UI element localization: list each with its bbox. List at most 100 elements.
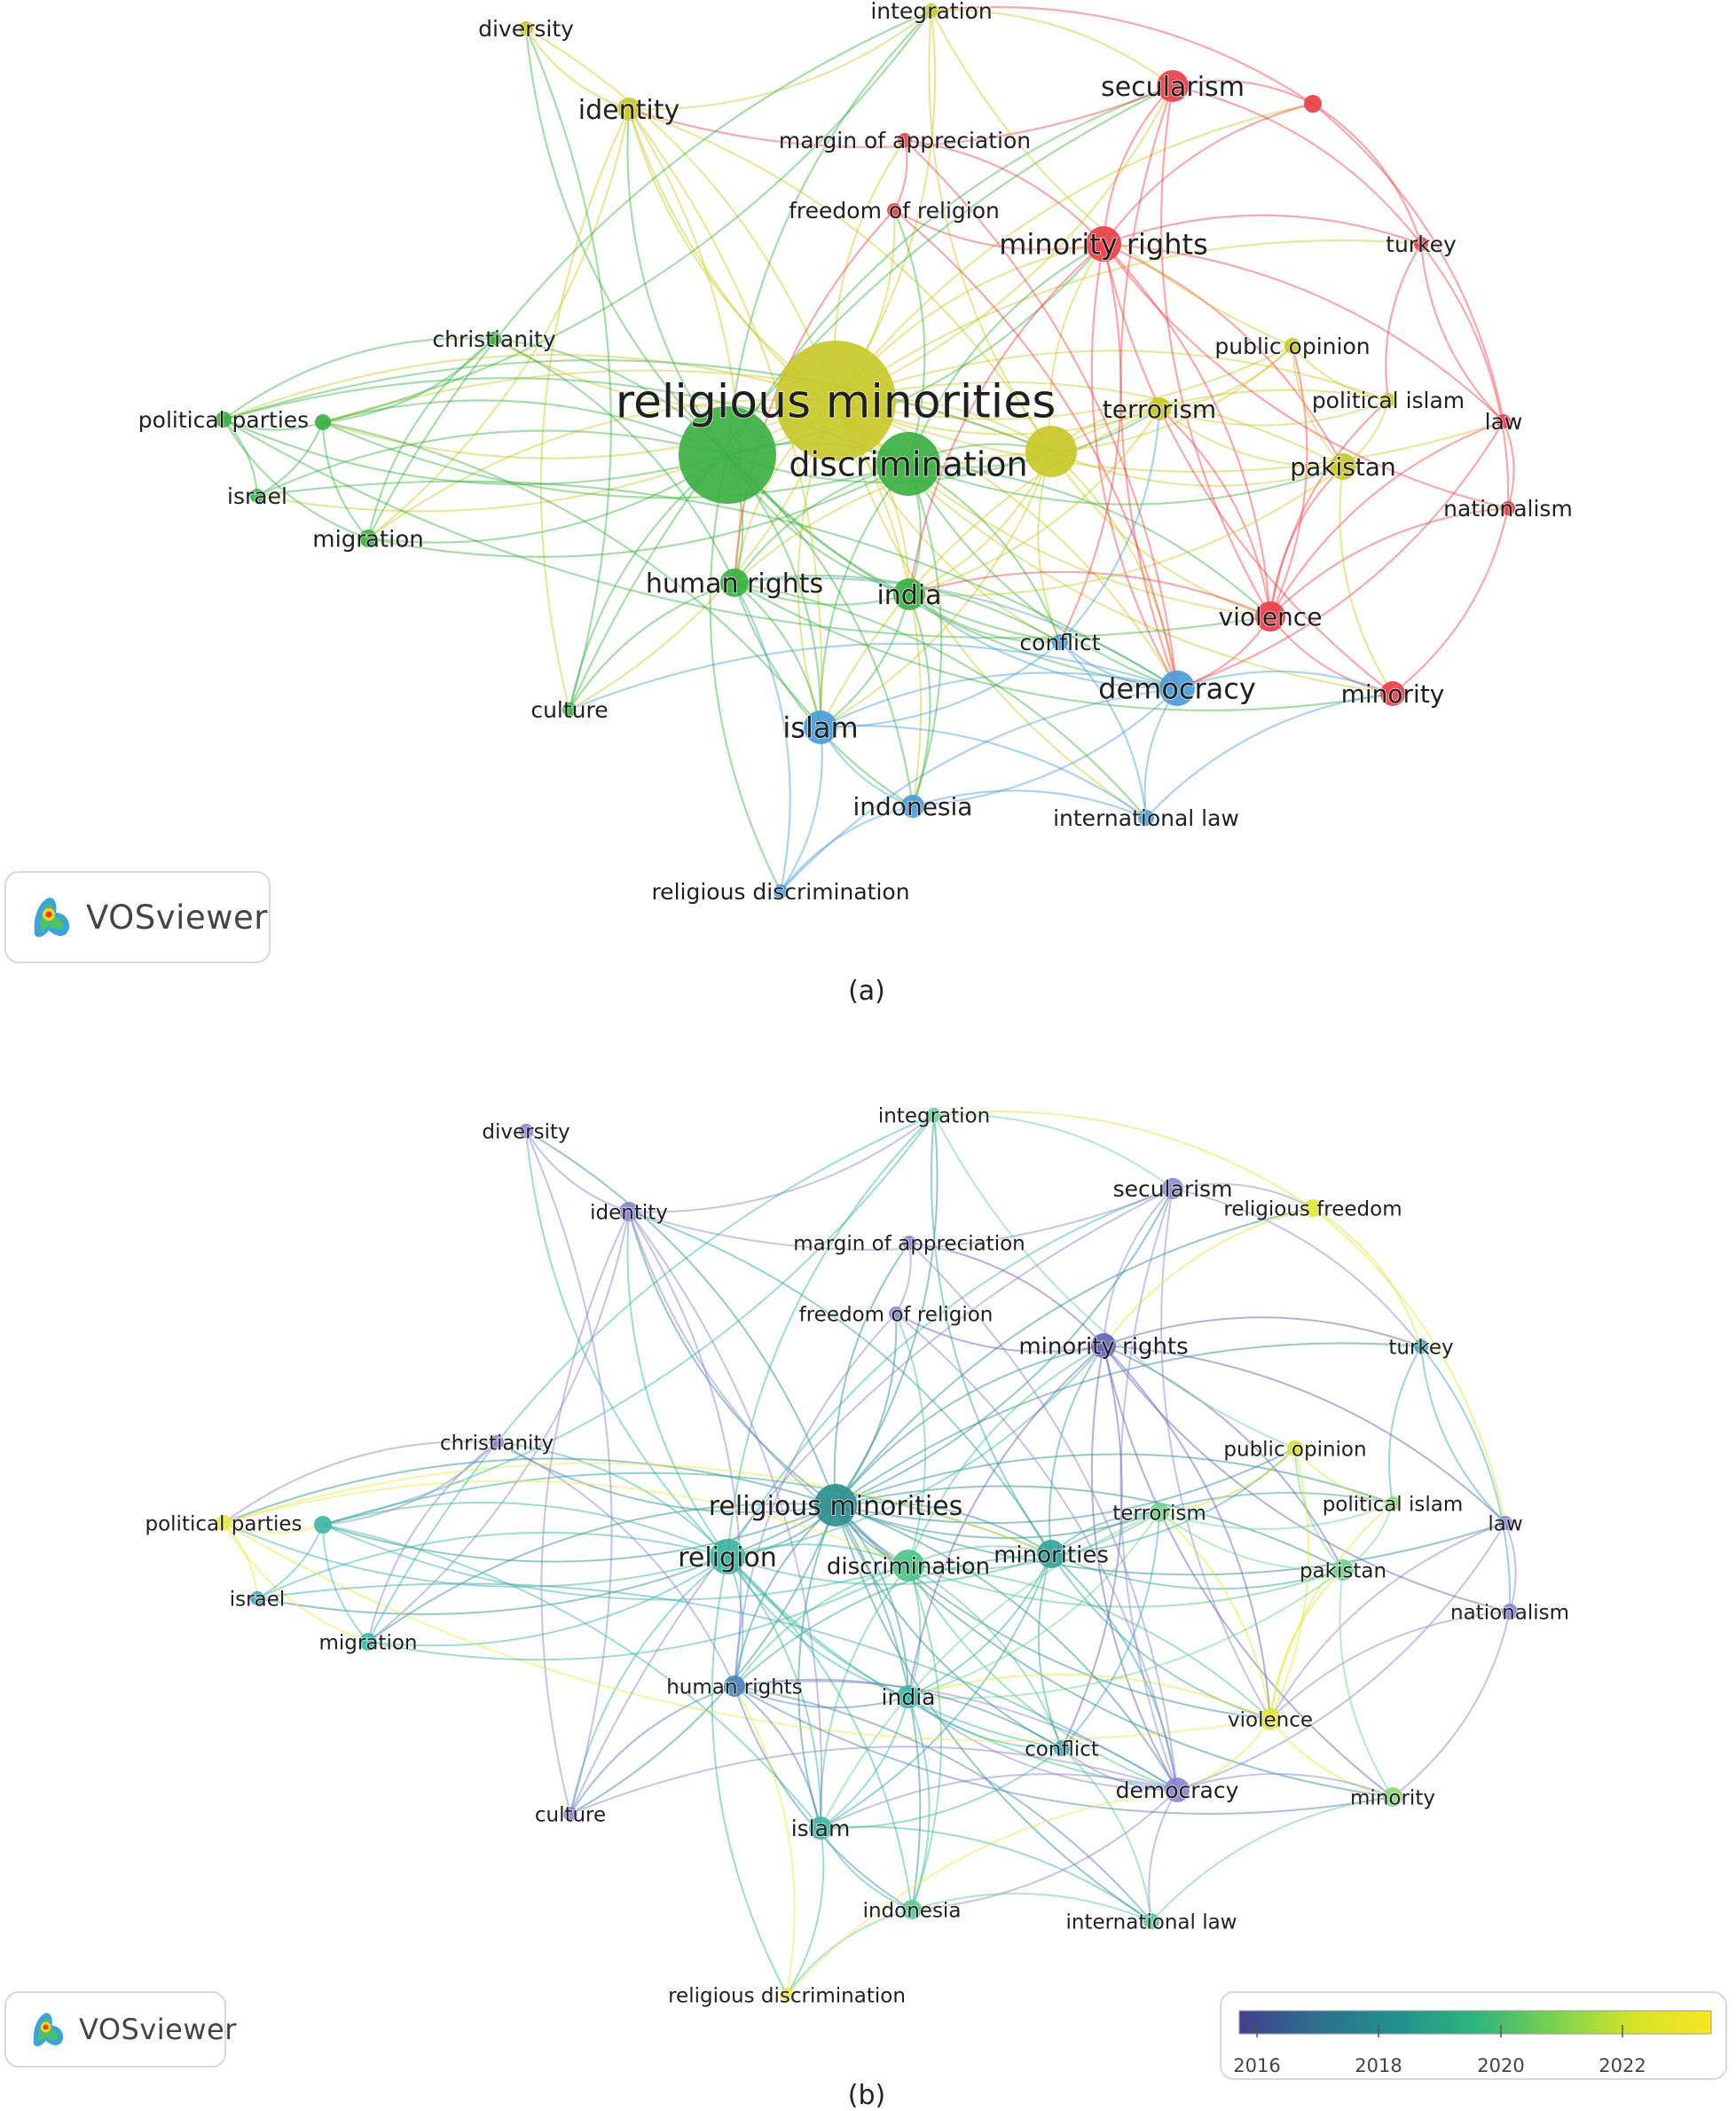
node-indonesia[interactable] (902, 1900, 922, 1919)
node-religious-freedom[interactable] (1304, 95, 1322, 113)
node-terrorism[interactable] (1148, 397, 1171, 420)
node-diversity[interactable] (519, 21, 533, 35)
node-religious-discrimination[interactable] (780, 1988, 794, 2002)
node-religious-minorities[interactable] (814, 1484, 857, 1526)
node-democracy[interactable] (1159, 671, 1195, 706)
node-minority-rights[interactable] (1091, 1333, 1116, 1358)
node-india[interactable] (893, 578, 925, 610)
node-label-nationalism: nationalism (1450, 1601, 1569, 1624)
edge-political-parties-discrimination (223, 1479, 909, 1566)
node-religious-minorities[interactable] (775, 341, 896, 461)
network-canvas-a[interactable]: religious minoritiesdiscriminationsecula… (0, 0, 1736, 976)
node-label-secularism: secularism (1113, 1176, 1233, 1202)
node-europe[interactable] (315, 414, 331, 430)
node-democracy[interactable] (1165, 1777, 1190, 1802)
node-terrorism[interactable] (1150, 1503, 1169, 1522)
edge-political-parties-israel (223, 419, 259, 497)
node-culture[interactable] (563, 1807, 577, 1821)
vosviewer-badge: VOSviewer (4, 1991, 236, 2068)
node-margin-of-appreciation[interactable] (902, 1236, 916, 1250)
node-christianity[interactable] (490, 1435, 504, 1449)
node-integration[interactable] (927, 1108, 941, 1122)
node-minority-rights[interactable] (1086, 226, 1121, 262)
node-minority[interactable] (1380, 681, 1405, 706)
edge-minority-rights-minority (1102, 243, 1394, 695)
edge-religion-political-parties (223, 418, 728, 486)
node-discrimination[interactable] (876, 432, 940, 496)
node-europe[interactable] (314, 1516, 332, 1534)
edge-discrimination-indonesia (907, 463, 943, 807)
node-pakistan[interactable] (1332, 1559, 1354, 1581)
node-indonesia[interactable] (901, 795, 924, 818)
node-margin-of-appreciation[interactable] (898, 133, 912, 147)
node-minorities[interactable] (1025, 426, 1077, 477)
node-political-islam[interactable] (1386, 1496, 1400, 1511)
node-discrimination[interactable] (892, 1550, 924, 1581)
edge-pakistan-india (907, 1569, 1344, 1699)
node-diversity[interactable] (519, 1124, 533, 1138)
node-freedom-of-religion[interactable] (887, 203, 901, 217)
node-law[interactable] (1496, 414, 1511, 428)
node-nationalism[interactable] (1501, 501, 1515, 515)
node-minorities[interactable] (1037, 1540, 1065, 1568)
edge-political-parties-violence (223, 1522, 1271, 1742)
node-integration[interactable] (924, 4, 939, 18)
node-international-law[interactable] (1138, 810, 1154, 826)
node-christianity[interactable] (487, 332, 501, 346)
node-political-parties[interactable] (216, 1515, 232, 1531)
node-human-rights[interactable] (724, 1675, 745, 1697)
vosviewer-logo-icon (29, 891, 75, 943)
node-political-islam[interactable] (1381, 393, 1395, 407)
node-israel[interactable] (250, 1591, 264, 1605)
node-identity[interactable] (617, 98, 640, 121)
node-label-migration: migration (312, 526, 423, 553)
node-conflict[interactable] (1054, 1740, 1070, 1756)
node-turkey[interactable] (1414, 1339, 1428, 1354)
edge-minorities-democracy (1050, 451, 1179, 689)
node-violence[interactable] (1255, 601, 1285, 632)
node-freedom-of-religion[interactable] (889, 1307, 903, 1321)
node-migration[interactable] (359, 530, 377, 547)
node-islam[interactable] (809, 1817, 832, 1840)
node-migration[interactable] (359, 1633, 377, 1651)
node-political-parties[interactable] (216, 412, 232, 428)
node-india[interactable] (897, 1685, 920, 1708)
node-violence[interactable] (1260, 1708, 1281, 1730)
node-public-opinion[interactable] (1284, 338, 1300, 354)
node-conflict[interactable] (1052, 634, 1068, 650)
node-religious-freedom[interactable] (1304, 1199, 1322, 1217)
edge-religion-discrimination (727, 1543, 909, 1566)
node-human-rights[interactable] (720, 569, 749, 597)
edge-europe-integration (322, 1114, 935, 1526)
edge-secularism-turkey (1172, 84, 1422, 245)
edge-culture-secularism (570, 1188, 1174, 1815)
node-label-religious-freedom: religious freedom (1223, 1197, 1402, 1220)
edge-minorities-integration (928, 10, 1052, 452)
node-label-turkey: turkey (1388, 1336, 1453, 1359)
edge-religious-freedom-minority-rights (1103, 1207, 1314, 1346)
node-minority[interactable] (1383, 1787, 1402, 1807)
node-israel[interactable] (250, 489, 264, 503)
edge-democracy-islam (820, 1773, 1178, 1829)
node-law[interactable] (1498, 1516, 1512, 1530)
node-secularism[interactable] (1157, 70, 1189, 102)
node-turkey[interactable] (1414, 237, 1428, 251)
node-international-law[interactable] (1143, 1913, 1159, 1929)
node-pakistan[interactable] (1330, 453, 1356, 480)
node-religion[interactable] (710, 1539, 745, 1574)
edge-nationalism-minority (1392, 1611, 1511, 1798)
node-religion[interactable] (679, 406, 776, 504)
node-nationalism[interactable] (1502, 1604, 1518, 1620)
node-religious-discrimination[interactable] (774, 884, 788, 899)
node-secularism[interactable] (1162, 1178, 1183, 1199)
edge-terrorism-islam (820, 407, 1160, 728)
node-label-law: law (1488, 1512, 1522, 1535)
edge-secularism-violence (1160, 1188, 1271, 1720)
node-culture[interactable] (562, 702, 577, 717)
node-islam[interactable] (804, 710, 837, 744)
node-identity[interactable] (619, 1202, 639, 1221)
edge-minorities-minority-rights (1049, 1345, 1104, 1555)
edge-discrimination-minorities (907, 1545, 1052, 1566)
node-public-opinion[interactable] (1287, 1440, 1303, 1456)
